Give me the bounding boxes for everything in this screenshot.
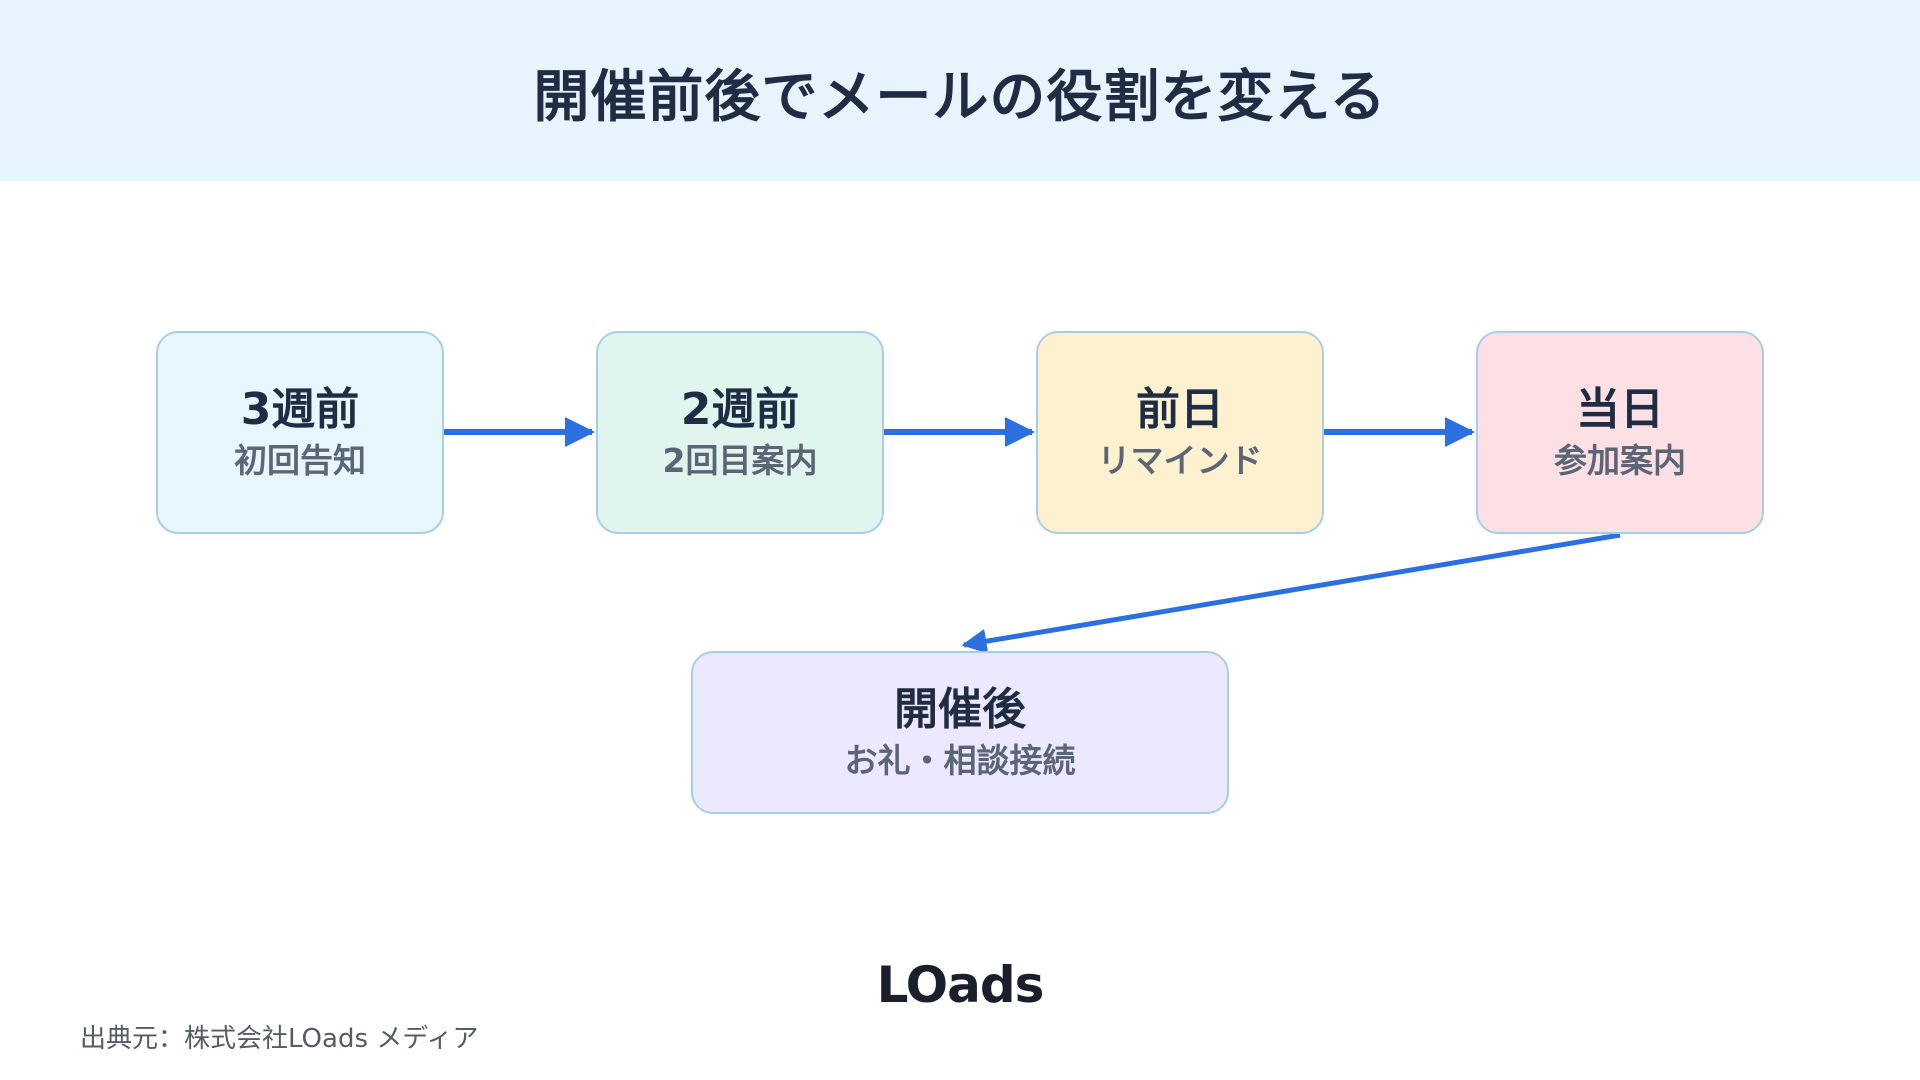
flow-node-after-event: 開催後 お礼・相談接続 — [691, 651, 1229, 814]
arrow-node4-to-node5 — [961, 532, 1621, 654]
flow-node-3-weeks-before: 3週前 初回告知 — [156, 331, 444, 534]
node-title: 3週前 — [240, 384, 360, 436]
node-title: 前日 — [1136, 384, 1224, 436]
page-title: 開催前後でメールの役割を変える — [533, 65, 1387, 130]
header-banner: 開催前後でメールの役割を変える — [0, 0, 1920, 181]
node-subtitle: リマインド — [1097, 440, 1263, 480]
node-subtitle: 初回告知 — [234, 440, 366, 480]
node-title: 開催後 — [894, 684, 1026, 736]
node-title: 当日 — [1576, 384, 1664, 436]
node-subtitle: 参加案内 — [1554, 440, 1686, 480]
flow-node-event-day: 当日 参加案内 — [1476, 331, 1764, 534]
flow-node-day-before: 前日 リマインド — [1036, 331, 1324, 534]
node-title: 2週前 — [680, 384, 800, 436]
loads-logo: LOads — [876, 956, 1045, 1014]
source-credit: 出典元：株式会社LOads メディア — [80, 1024, 479, 1054]
flow-node-2-weeks-before: 2週前 2回目案内 — [596, 331, 884, 534]
node-subtitle: 2回目案内 — [662, 440, 818, 480]
node-subtitle: お礼・相談接続 — [844, 740, 1076, 780]
